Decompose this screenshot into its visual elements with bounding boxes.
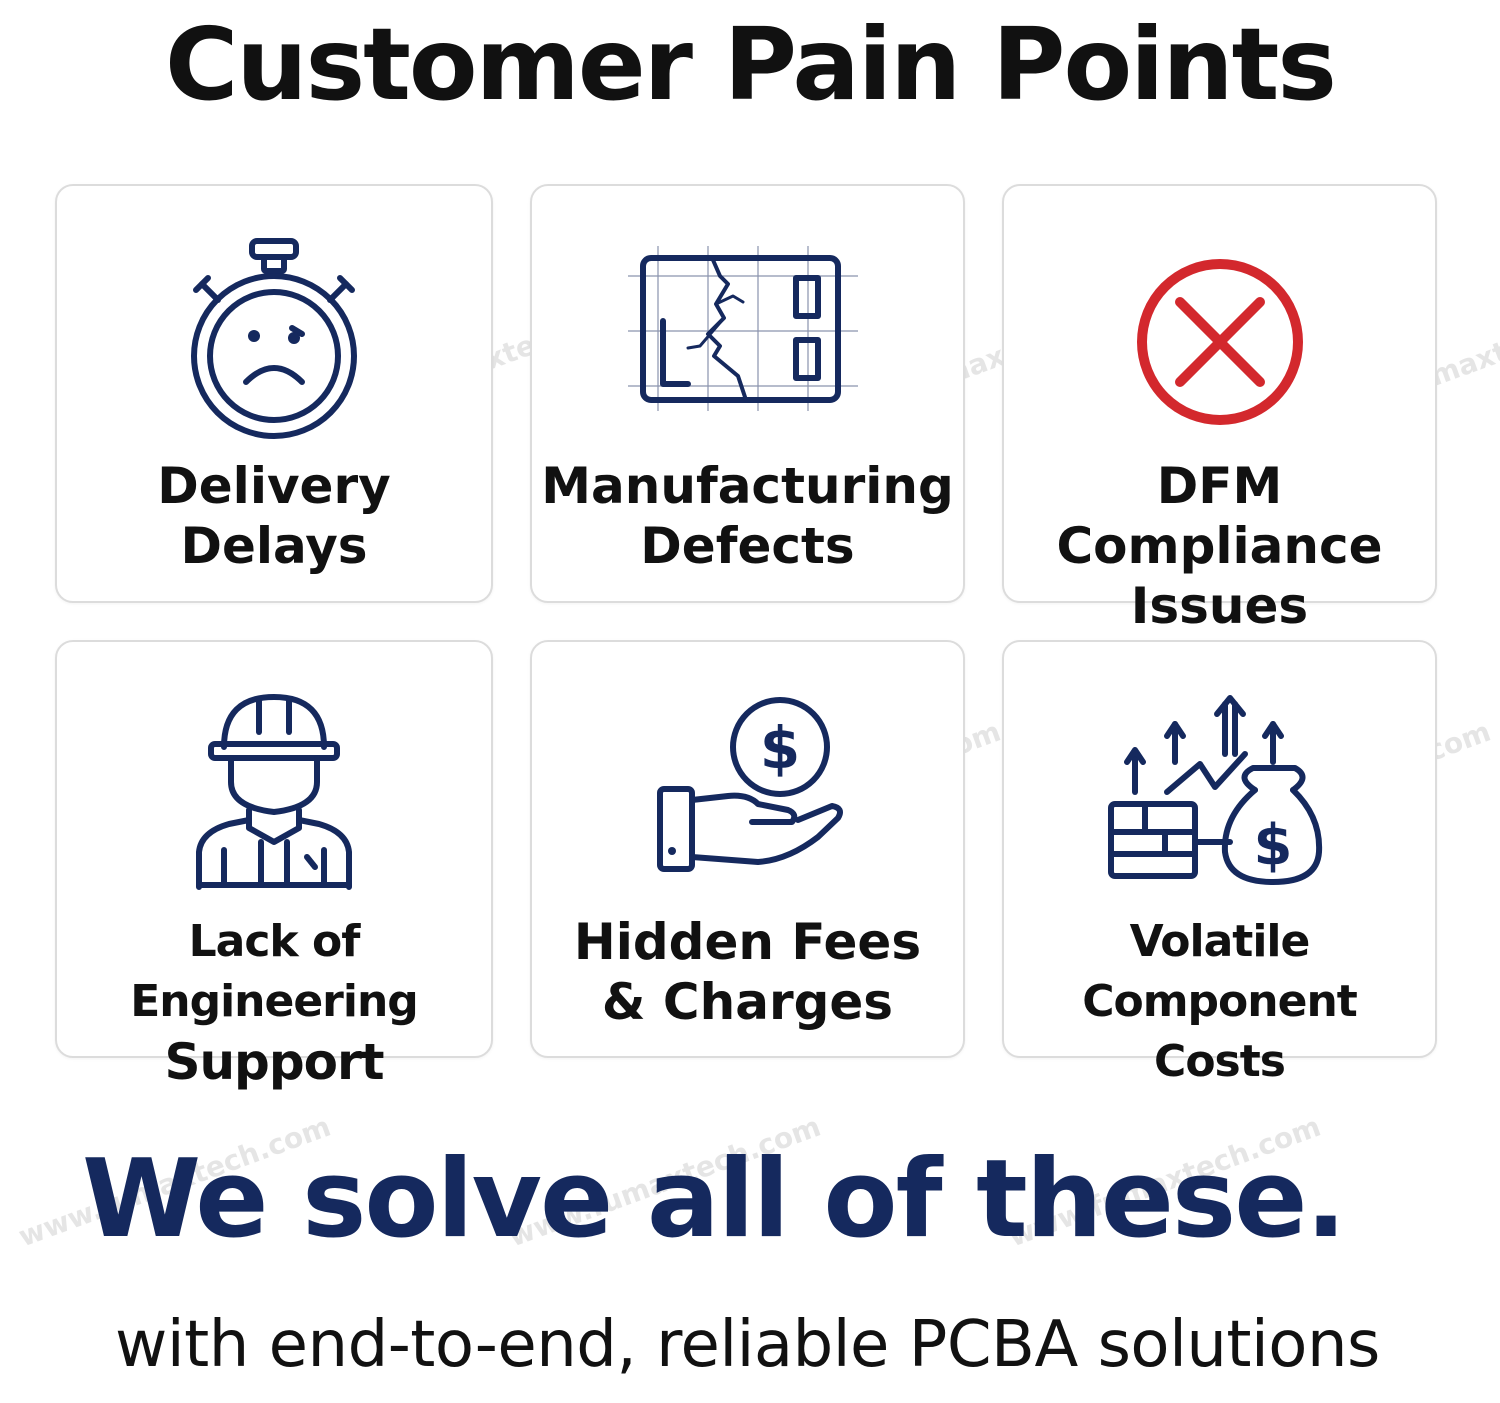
rising-costs-money-bag-icon: $ — [1107, 695, 1322, 885]
card-label-line: Support — [164, 1033, 384, 1091]
card-label-line: & Charges — [601, 973, 894, 1031]
engineer-icon — [196, 694, 352, 890]
tagline: We solve all of these. — [82, 1137, 1346, 1262]
pain-point-card-hidden-fees: $ Hidden Fees & Charges — [530, 640, 965, 1058]
card-label-line: Volatile Component — [1082, 916, 1358, 1027]
red-x-circle-icon — [1136, 259, 1303, 425]
page-title: Customer Pain Points — [165, 6, 1337, 123]
pain-point-card-dfm-compliance: DFM Compliance Issues — [1002, 184, 1437, 635]
subtagline: with end-to-end, reliable PCBA solutions — [115, 1308, 1380, 1382]
pain-point-card-component-costs: $ Volatile Component Costs — [1002, 640, 1437, 1087]
card-label-line: Lack of Engineering — [130, 916, 419, 1027]
card-label-line: Manufacturing — [541, 457, 954, 515]
card-label-line: DFM Compliance — [1056, 457, 1383, 575]
pain-point-card-engineering-support: Lack of Engineering Support — [55, 640, 493, 1091]
card-label-line: Delays — [180, 517, 368, 575]
card-label-line: Hidden Fees — [573, 913, 922, 971]
svg-text:$: $ — [759, 714, 799, 782]
card-label-line: Costs — [1154, 1036, 1286, 1087]
svg-text:$: $ — [1253, 813, 1292, 878]
card-label-line: Delivery — [157, 457, 391, 515]
pain-point-card-manufacturing-defects: Manufacturing Defects — [530, 184, 965, 603]
sad-stopwatch-icon — [191, 238, 357, 439]
card-label-line: Issues — [1130, 577, 1309, 635]
cracked-circuit-board-icon — [627, 246, 858, 411]
card-label-line: Defects — [640, 517, 855, 575]
pain-point-card-delivery-delays: Delivery Delays — [55, 184, 493, 603]
hand-dollar-coin-icon: $ — [656, 697, 843, 872]
